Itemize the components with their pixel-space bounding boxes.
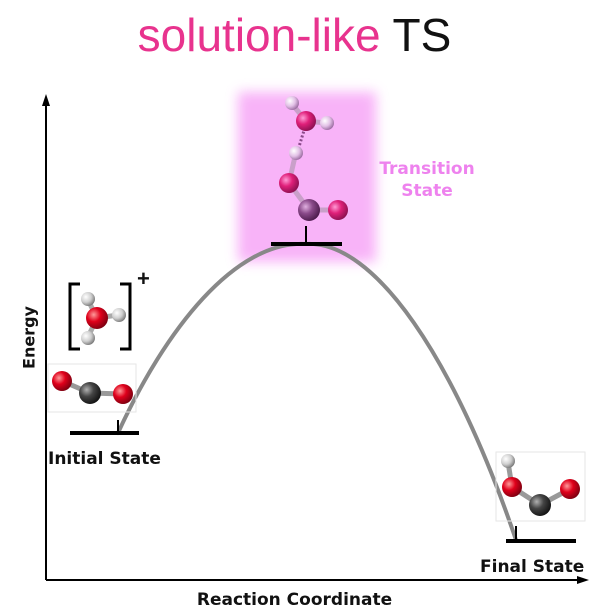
final-state-label: Final State <box>480 557 585 577</box>
diagram-title: solution-like TS <box>0 8 589 62</box>
title-plain: TS <box>392 9 452 61</box>
title-accent: solution-like <box>137 9 381 61</box>
initial-state-label: Initial State <box>48 449 161 469</box>
hydronium-molecule <box>68 282 132 351</box>
y-axis-arrow <box>42 94 50 106</box>
x-axis-arrow <box>577 576 589 584</box>
x-axis-label: Reaction Coordinate <box>196 590 393 610</box>
y-axis-label: Energy <box>19 306 39 369</box>
final-molecule <box>495 451 586 522</box>
co2-molecule <box>47 363 137 413</box>
transition-label-line2: State <box>401 181 453 201</box>
transition-label-line1: Transition <box>379 159 475 179</box>
transition-state-label: Transition State <box>352 158 502 202</box>
transition-molecule <box>279 96 348 221</box>
charge-sign: + <box>137 266 150 291</box>
energy-curve <box>116 241 518 542</box>
